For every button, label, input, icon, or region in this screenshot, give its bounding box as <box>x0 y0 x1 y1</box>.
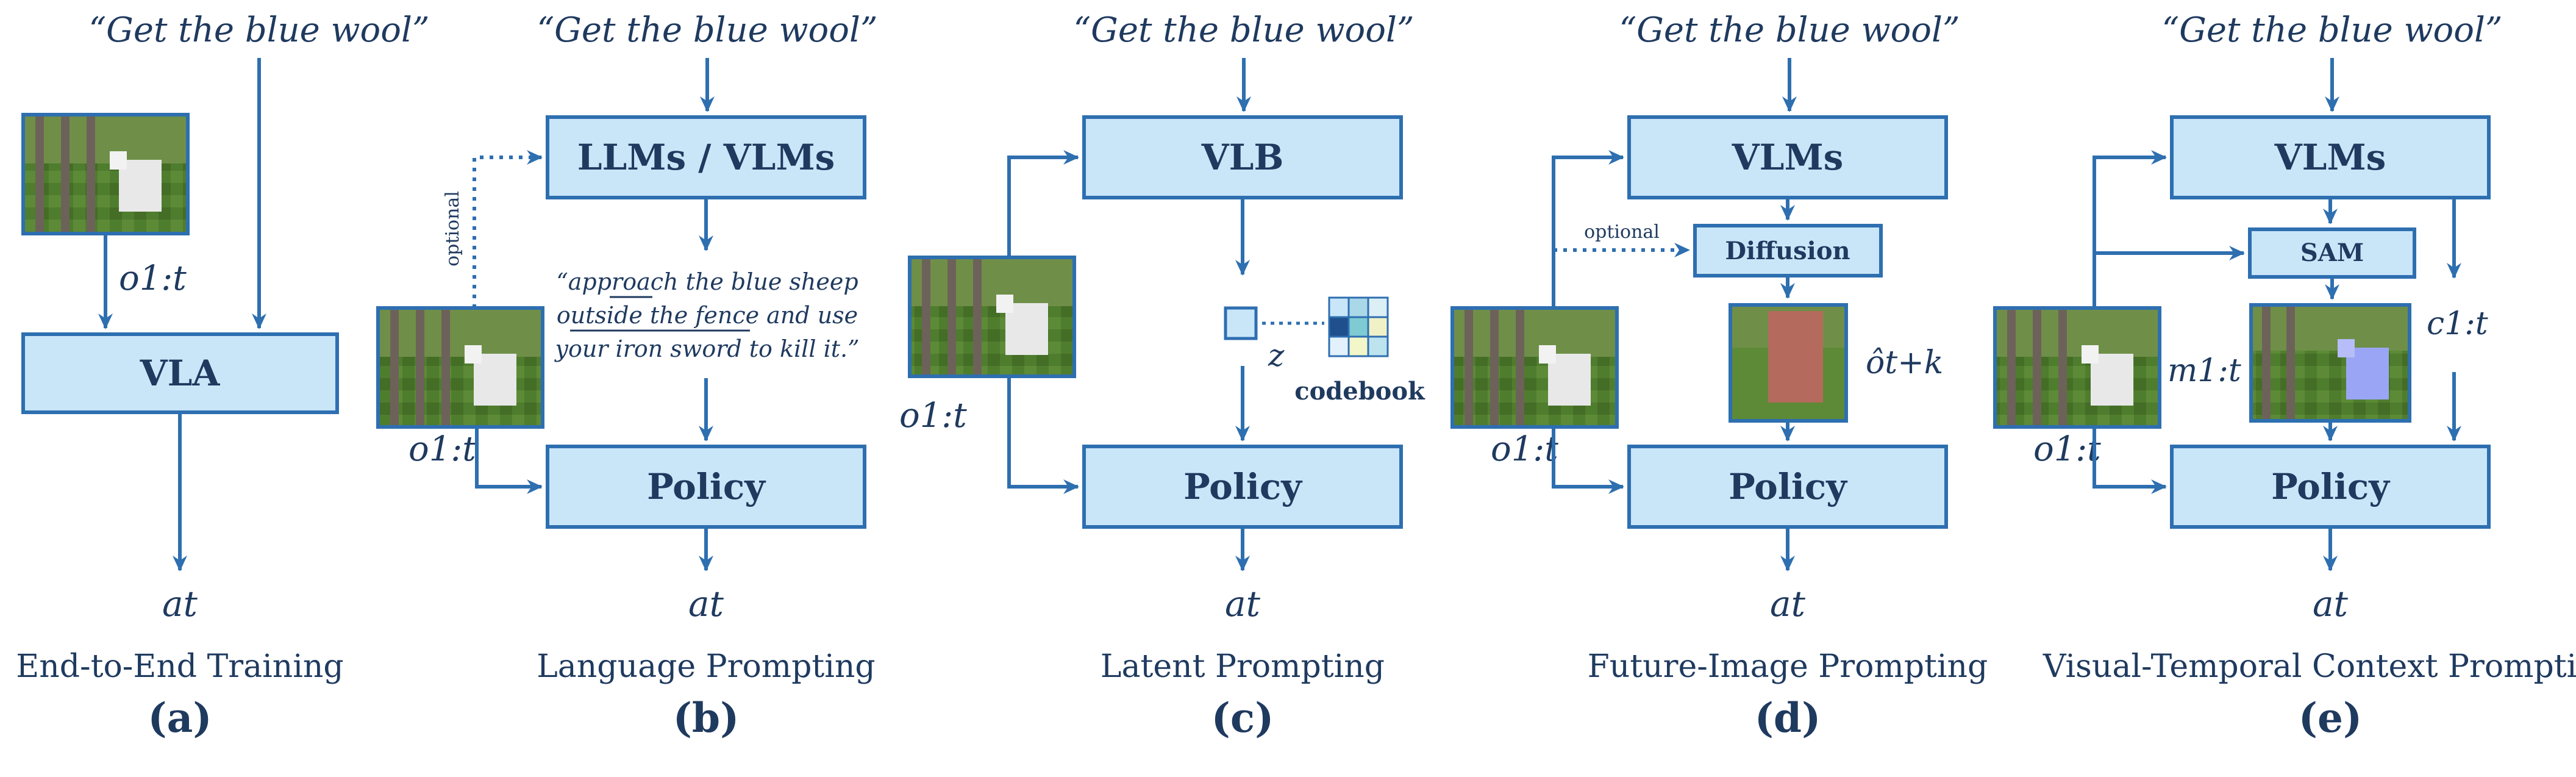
instruction-text: “Get the blue wool” <box>1074 10 1415 50</box>
policy-box-label: Policy <box>647 466 766 507</box>
diffusion-box <box>1693 224 1883 278</box>
diffusion-box-label: Diffusion <box>1725 237 1850 265</box>
panel-id: (d) <box>1755 694 1821 742</box>
observation-image <box>21 113 190 235</box>
obs-label: o1:t <box>899 396 967 435</box>
optional-label: optional <box>1584 221 1660 243</box>
vlb-box <box>1082 115 1403 199</box>
panel-e: “Get the blue wool” VLMs SAM m1:t c1:t <box>1993 10 2576 742</box>
observation-image <box>908 256 1076 378</box>
panel-caption: Visual-Temporal Context Prompting <box>2043 648 2576 685</box>
panel-id: (c) <box>1211 694 1274 742</box>
obs-label: o1:t <box>2033 429 2101 469</box>
instruction-text: “Get the blue wool” <box>89 10 430 50</box>
panel-c: “Get the blue wool” VLB z codebook <box>899 10 1425 742</box>
panel-id: (a) <box>148 694 212 742</box>
action-label: at <box>1770 583 1806 625</box>
llm-vlm-box <box>546 115 866 199</box>
vla-box-label: VLA <box>140 353 221 394</box>
policy-box-label: Policy <box>1183 466 1303 507</box>
prompt-line-3: your iron sword to kill it.” <box>554 335 859 362</box>
obs-label: o1:t <box>409 429 476 469</box>
instruction-text: “Get the blue wool” <box>2162 10 2503 50</box>
codebook-label: codebook <box>1294 377 1425 406</box>
panel-caption: End-to-End Training <box>16 648 343 685</box>
observation-image <box>1993 306 2161 429</box>
policy-box <box>1627 445 1948 529</box>
obs-label: o1:t <box>1491 429 1558 469</box>
prompt-line-2: outside the fence and use <box>557 302 858 329</box>
policy-box <box>2170 445 2491 529</box>
sam-box-label: SAM <box>2300 238 2364 267</box>
vlms-box-label: VLMs <box>2274 137 2386 178</box>
observation-image <box>376 306 544 429</box>
codebook-grid <box>1328 296 1389 357</box>
context-label: c1:t <box>2427 306 2488 342</box>
optional-label: optional <box>442 191 463 267</box>
panel-a: “Get the blue wool” o1:t VLA at End-to-E… <box>16 10 429 742</box>
policy-box-label: Policy <box>2271 466 2391 507</box>
action-label: at <box>2313 583 2349 625</box>
panel-caption: Language Prompting <box>537 648 875 685</box>
future-image <box>1729 303 1848 423</box>
vlb-box-label: VLB <box>1201 137 1284 178</box>
vlms-box-label: VLMs <box>1732 137 1844 178</box>
instruction-text: “Get the blue wool” <box>537 10 878 50</box>
mask-label: m1:t <box>2167 353 2241 389</box>
panel-b: “Get the blue wool” LLMs / VLMs optional… <box>376 10 878 742</box>
action-label: at <box>162 583 198 625</box>
policy-box <box>546 445 866 529</box>
llm-vlm-box-label: LLMs / VLMs <box>577 137 835 178</box>
mask-image <box>2249 303 2411 423</box>
panel-id: (b) <box>673 694 740 742</box>
latent-token <box>1224 306 1258 340</box>
observation-image <box>1450 306 1619 429</box>
future-label: ôt+k <box>1866 345 1943 381</box>
latent-label: z <box>1268 338 1285 373</box>
sam-box <box>2248 227 2416 279</box>
panel-caption: Future-Image Prompting <box>1588 648 1988 685</box>
action-label: at <box>1225 583 1261 625</box>
panel-id: (e) <box>2299 694 2362 742</box>
panel-d: “Get the blue wool” VLMs Diffusion ôt+k … <box>1450 10 1988 742</box>
vlms-box <box>1627 115 1948 199</box>
obs-label: o1:t <box>119 259 187 298</box>
panel-caption: Latent Prompting <box>1101 648 1385 685</box>
instruction-text: “Get the blue wool” <box>1619 10 1960 50</box>
prompt-line-1: “approach the blue sheep <box>556 268 858 295</box>
action-label: at <box>688 583 724 625</box>
policy-box-label: Policy <box>1729 466 1848 507</box>
